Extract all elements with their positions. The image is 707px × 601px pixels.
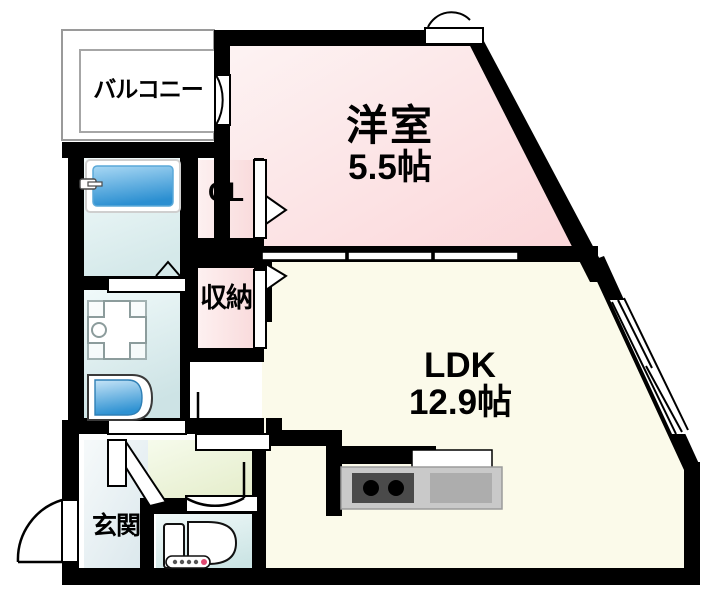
wall-storage-left-2	[188, 268, 198, 360]
wall-left-upper	[68, 142, 84, 432]
kitchen-sink	[430, 473, 492, 503]
label-bedroom-size: 5.5帖	[348, 148, 432, 187]
entrance-step	[107, 439, 168, 508]
wall-bedroom-left	[214, 142, 230, 262]
wall-ldk-nook-vertical	[326, 430, 342, 516]
washer-drain	[91, 322, 107, 338]
vanity-sink	[87, 374, 154, 421]
toilet	[163, 521, 238, 569]
kitchen-counter	[340, 466, 503, 510]
washroom-door[interactable]	[107, 419, 187, 435]
toilet-bowl	[187, 521, 238, 565]
wall-bath-right-2	[180, 288, 190, 422]
wall-bedroom-diagonal	[462, 30, 612, 282]
wall-ldk-nook-horizontal	[326, 446, 436, 464]
wall-storage-bottom	[188, 348, 264, 362]
label-bedroom-name: 洋室	[345, 101, 434, 150]
kitchen-stove	[352, 473, 414, 503]
label-ldk-size: 12.9帖	[408, 383, 513, 422]
toilet-flush-button	[201, 559, 207, 565]
washing-machine-pan	[87, 300, 147, 360]
stove-burner-left	[363, 480, 379, 496]
storage-door[interactable]	[253, 262, 288, 349]
wall-bath-right	[180, 158, 190, 278]
label-ldk-name: LDK	[424, 346, 496, 385]
room-storage-fill	[196, 268, 254, 348]
room-bedroom-fill	[225, 45, 578, 250]
openings	[16, 11, 690, 564]
wall-cl-storage-divider	[188, 238, 264, 268]
bath-door[interactable]	[107, 277, 187, 293]
bedroom-sliding-door[interactable]	[261, 251, 519, 261]
stove-burner-right	[388, 480, 404, 496]
wall-entrance-right	[140, 498, 154, 576]
balcony-door-swing-arc	[215, 74, 224, 126]
wall-bedroom-top	[214, 30, 476, 46]
ldk-diagonal-window[interactable]	[610, 297, 690, 435]
wall-kitchen-stub	[266, 418, 282, 434]
bath-door-marker	[155, 260, 181, 277]
hallway-washroom-door[interactable]	[195, 392, 271, 451]
toilet-door[interactable]	[185, 462, 259, 513]
balcony-area	[61, 29, 217, 141]
bathtub	[79, 159, 181, 213]
kitchen-opening	[411, 449, 493, 469]
bedroom-window[interactable]	[424, 27, 484, 45]
label-entrance: 玄関	[91, 511, 141, 540]
wall-bottom	[62, 568, 700, 585]
fixtures	[79, 159, 503, 569]
room-hallway-fill	[148, 440, 252, 505]
bedroom-window-swing-arc	[427, 11, 471, 28]
closet-door[interactable]	[253, 159, 288, 239]
wall-upper-left-horizontal	[62, 142, 230, 158]
label-closet: CL	[208, 177, 244, 207]
wall-storage-left	[188, 158, 198, 238]
wall-ldk-nook-top	[266, 430, 342, 446]
label-storage: 収納	[200, 283, 253, 314]
label-balcony: バルコニー	[93, 77, 204, 103]
wall-right-lower	[684, 462, 700, 584]
balcony-inner-outline	[79, 49, 217, 133]
entrance-door[interactable]	[16, 498, 79, 564]
